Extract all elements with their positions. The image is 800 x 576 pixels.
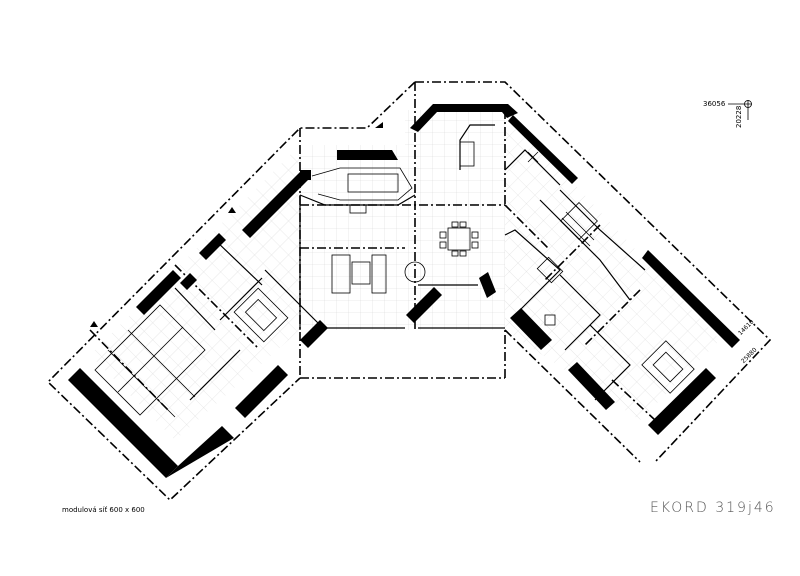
coordinate-marker: [728, 100, 752, 120]
project-code-title: EKORD 319j46: [650, 500, 776, 516]
floor-grid: [90, 110, 720, 440]
coordinate-y-label: 20228: [735, 105, 743, 128]
grid-module-note: modulová síť 600 x 600: [62, 506, 145, 514]
exterior-walls: [68, 104, 740, 478]
furniture: [90, 122, 695, 418]
coordinate-x-label: 36056: [703, 100, 726, 108]
